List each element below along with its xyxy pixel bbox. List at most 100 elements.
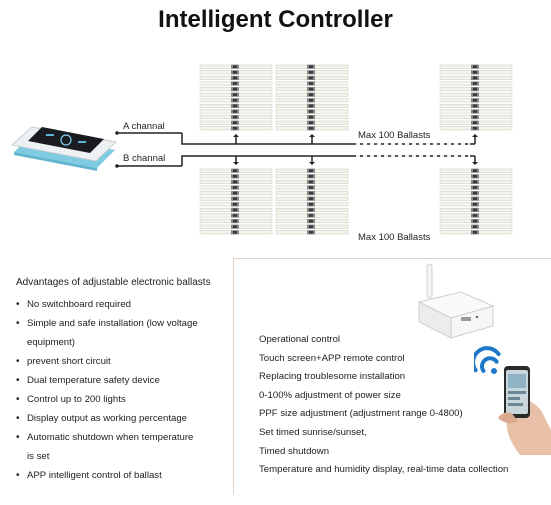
feature-item: Set timed sunrise/sunset, (259, 426, 367, 438)
phone-in-hand-icon (498, 366, 551, 455)
ballast-fixture (439, 229, 513, 235)
ballast-fixture (439, 179, 513, 185)
advantage-item: No switchboard required (16, 295, 234, 314)
ballast-fixture (275, 125, 349, 131)
ballast-fixture (439, 75, 513, 81)
ballast-fixture (439, 108, 513, 115)
ballast-fixture (439, 212, 513, 219)
ballast-fixture (199, 184, 273, 191)
feature-item: Temperature and humidity display, real-t… (259, 464, 509, 476)
ballast-fixture (199, 168, 273, 174)
ballast-fixture (439, 125, 513, 131)
advantages-section: Advantages of adjustable electronic ball… (16, 273, 234, 485)
ballast-fixture (199, 75, 273, 81)
ballast-fixture (439, 218, 513, 224)
ballast-fixture (275, 229, 349, 235)
ballast-fixture (439, 120, 513, 126)
advantage-item: Control up to 200 lights (16, 390, 234, 409)
ballast-fixture (439, 69, 513, 75)
features-panel (233, 258, 551, 495)
ballast-fixture (199, 201, 273, 207)
feature-item: 0-100% adjustment of power size (259, 389, 401, 401)
advantages-list: No switchboard required Simple and safe … (16, 295, 234, 485)
ballast-fixture (439, 201, 513, 207)
advantage-item: Dual temperature safety device (16, 371, 234, 390)
ballast-fixture (199, 64, 273, 70)
ballast-fixture (439, 80, 513, 87)
ballast-fixture (275, 114, 349, 120)
ballast-fixture (199, 108, 273, 115)
ballast-fixture (439, 92, 513, 98)
ballast-fixture (199, 103, 273, 109)
feature-item: Touch screen+APP remote control (259, 352, 405, 364)
ballast-fixture (199, 114, 273, 120)
ballast-fixture (199, 212, 273, 219)
ballast-fixture (439, 168, 513, 174)
advantage-item: Automatic shutdown when temperature (16, 428, 234, 447)
ballast-fixture (439, 86, 513, 92)
advantage-item: equipment) (27, 337, 75, 348)
ballast-fixture (275, 201, 349, 207)
feature-item: Replacing troublesome installation (259, 371, 406, 383)
ballast-fixture (199, 218, 273, 224)
ballast-fixture (439, 224, 513, 230)
ballast-fixture (199, 86, 273, 92)
ballast-fixture (199, 125, 273, 131)
ballast-fixture (199, 69, 273, 75)
ballast-fixture (275, 86, 349, 92)
ballast-fixture (275, 103, 349, 109)
ballast-fixture (275, 92, 349, 98)
ballast-fixture (199, 179, 273, 185)
dashed-segments (356, 143, 470, 157)
ballast-fixture (439, 97, 513, 103)
ballast-fixture (199, 229, 273, 235)
ballast-fixture (199, 190, 273, 196)
ballast-fixtures (199, 64, 513, 235)
feature-item: PPF size adjustment (adjustment range 0-… (259, 408, 463, 420)
ballast-fixture (275, 218, 349, 224)
ballast-fixture (275, 207, 349, 213)
ballast-fixture (275, 173, 349, 179)
ballast-fixture (275, 69, 349, 75)
ballast-fixture (275, 75, 349, 81)
ballast-fixture (275, 184, 349, 191)
channel-a-label: A channal (123, 121, 165, 132)
advantage-item: Display output as working percentage (16, 409, 234, 428)
ballast-fixture (439, 173, 513, 179)
ballast-fixture (199, 224, 273, 230)
ballast-fixture (439, 196, 513, 202)
ballast-fixture (199, 120, 273, 126)
page-title: Intelligent Controller (158, 6, 393, 33)
ballast-fixture (439, 184, 513, 191)
ballast-fixture (275, 120, 349, 126)
feature-item: Timed shutdown (259, 445, 330, 457)
ballast-fixture (275, 190, 349, 196)
features-list: Operational control Touch screen+APP rem… (259, 331, 508, 480)
ballast-fixture (275, 64, 349, 70)
ballast-fixture (439, 207, 513, 213)
ballast-fixture (275, 80, 349, 87)
advantage-item: Simple and safe installation (low voltag… (16, 314, 234, 333)
advantage-item: is set (27, 451, 50, 462)
controller-device-icon (10, 126, 118, 171)
ballast-fixture (275, 224, 349, 230)
ballast-fixture (199, 97, 273, 103)
ballast-fixture (439, 103, 513, 109)
ballast-fixture (275, 196, 349, 202)
ballast-fixture (439, 114, 513, 120)
advantage-item: APP intelligent control of ballast (16, 466, 234, 485)
wifi-icon (474, 346, 501, 374)
ballast-fixture (275, 212, 349, 219)
advantages-heading: Advantages of adjustable electronic ball… (16, 277, 211, 288)
ballast-fixture (275, 179, 349, 185)
ballast-fixture (199, 173, 273, 179)
ballast-fixture (199, 196, 273, 202)
channel-b-wire (117, 155, 475, 167)
advantage-item: prevent short circuit (16, 352, 234, 371)
ballast-fixture (439, 190, 513, 196)
max-ballasts-label-top: Max 100 Ballasts (358, 130, 431, 141)
ballast-fixture (439, 64, 513, 70)
wiring-diagram: A channal B channal Max 100 Ballasts Max… (10, 64, 513, 243)
router-icon (417, 263, 495, 339)
ballast-fixture (199, 207, 273, 213)
